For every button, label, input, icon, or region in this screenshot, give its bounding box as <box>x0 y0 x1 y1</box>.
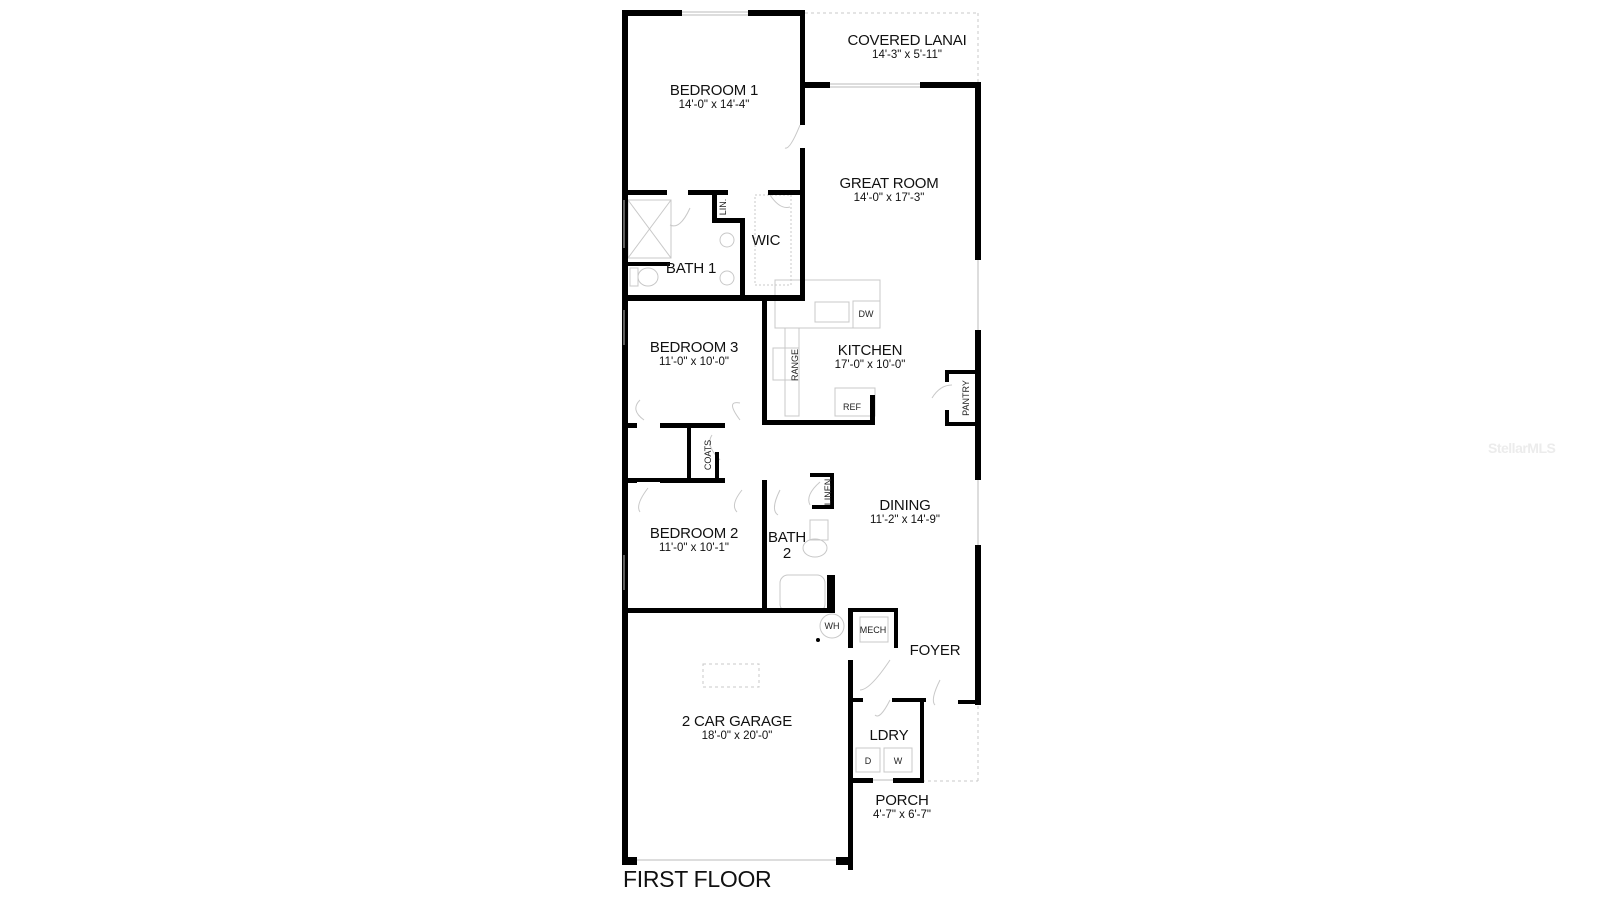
dishwasher-label: DW <box>858 309 874 319</box>
watermark: StellarMLS <box>1488 440 1556 456</box>
room-name: BEDROOM 3 <box>649 339 739 356</box>
room-bedroom-1: BEDROOM 1 14'-0" x 14'-4" <box>670 83 758 111</box>
floor-title: FIRST FLOOR <box>623 866 772 892</box>
room-great-room: GREAT ROOM 14'-0" x 17'-3" <box>839 176 938 204</box>
room-dimension: 18'-0" x 20'-0" <box>701 729 773 742</box>
water-heater-label: WH <box>824 621 840 631</box>
room-bath-1: BATH 1 <box>666 261 716 277</box>
room-dimension: 11'-2" x 14'-9" <box>870 513 940 526</box>
dryer-label: D <box>864 756 872 766</box>
room-name: COVERED LANAI <box>847 32 967 49</box>
room-name: FOYER <box>909 642 961 659</box>
room-dimension: 14'-0" x 14'-4" <box>678 98 750 111</box>
room-dimension: 11'-0" x 10'-0" <box>659 355 729 368</box>
room-porch: PORCH 4'-7" x 6'-7" <box>873 793 931 821</box>
room-bedroom-2: BEDROOM 2 11'-0" x 10'-1" <box>650 526 738 554</box>
washer-label: W <box>893 756 903 766</box>
room-name: DINING <box>879 497 931 514</box>
coats-label: COATS <box>703 439 713 471</box>
room-kitchen: KITCHEN 17'-0" x 10'-0" <box>835 343 906 371</box>
room-bath-2: BATH 2 <box>768 530 806 562</box>
range-label: RANGE <box>790 348 800 382</box>
room-dining: DINING 11'-2" x 14'-9" <box>870 498 940 526</box>
room-wic: WIC <box>752 233 781 249</box>
room-bedroom-3: BEDROOM 3 11'-0" x 10'-0" <box>650 340 738 368</box>
refrigerator-label: REF <box>843 402 861 412</box>
room-dimension: 17'-0" x 10'-0" <box>834 358 906 371</box>
room-garage: 2 CAR GARAGE 18'-0" x 20'-0" <box>682 714 792 742</box>
room-name: BEDROOM 2 <box>649 525 739 542</box>
lin-label: LIN. <box>718 198 728 216</box>
linen-label: LINEN <box>823 478 833 506</box>
room-dimension: 4'-7" x 6'-7" <box>873 808 931 821</box>
mech-label: MECH <box>859 625 887 635</box>
room-name-line2: 2 <box>782 544 792 562</box>
room-name: BATH <box>767 529 807 546</box>
pantry-label: PANTRY <box>961 380 971 416</box>
room-name: WIC <box>751 232 781 249</box>
room-laundry: LDRY <box>870 728 909 744</box>
room-dimension: 14'-0" x 17'-3" <box>853 191 925 204</box>
room-name: GREAT ROOM <box>839 175 939 192</box>
room-name: PORCH <box>875 792 929 809</box>
room-name: BATH 1 <box>665 260 717 277</box>
room-foyer: FOYER <box>910 643 961 659</box>
room-name: KITCHEN <box>837 342 903 359</box>
room-covered-lanai: COVERED LANAI 14'-3" x 5'-11" <box>847 33 966 61</box>
room-name: BEDROOM 1 <box>669 82 759 99</box>
room-name: 2 CAR GARAGE <box>681 713 793 730</box>
room-dimension: 14'-3" x 5'-11" <box>872 48 942 61</box>
room-name: LDRY <box>869 727 909 744</box>
room-dimension: 11'-0" x 10'-1" <box>659 541 729 554</box>
